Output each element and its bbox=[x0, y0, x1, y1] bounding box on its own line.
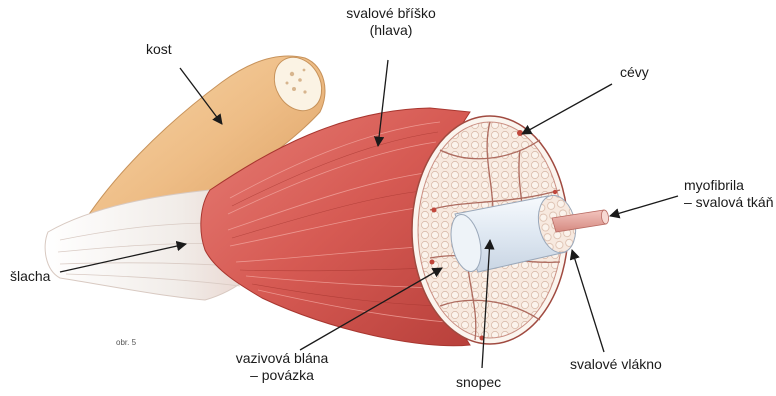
label-kost: kost bbox=[146, 41, 172, 58]
label-cevy: cévy bbox=[620, 64, 649, 81]
label-vazivova-blana-line1: vazivová blána bbox=[222, 350, 342, 367]
label-myofibrila-line1: myofibrila bbox=[684, 177, 774, 194]
label-myofibrila-line2: – svalová tkáň bbox=[684, 194, 774, 211]
label-svalove-vlakno: svalové vlákno bbox=[570, 356, 662, 373]
label-vazivova-blana-line2: – povázka bbox=[222, 367, 342, 384]
label-obr: obr. 5 bbox=[116, 334, 136, 351]
label-snopec: snopec bbox=[456, 374, 501, 391]
arrow-myofibrila bbox=[610, 196, 678, 216]
label-svalove-brisko-line1: svalové bříško bbox=[336, 5, 446, 22]
label-vazivova-blana: vazivová blána – povázka bbox=[222, 350, 342, 384]
label-myofibrila: myofibrila – svalová tkáň bbox=[684, 177, 774, 211]
label-slacha: šlacha bbox=[10, 268, 50, 285]
arrow-cevy bbox=[522, 84, 612, 134]
arrow-svalove-vlakno bbox=[572, 250, 604, 352]
label-svalove-brisko: svalové bříško (hlava) bbox=[336, 5, 446, 39]
label-svalove-brisko-line2: (hlava) bbox=[336, 22, 446, 39]
